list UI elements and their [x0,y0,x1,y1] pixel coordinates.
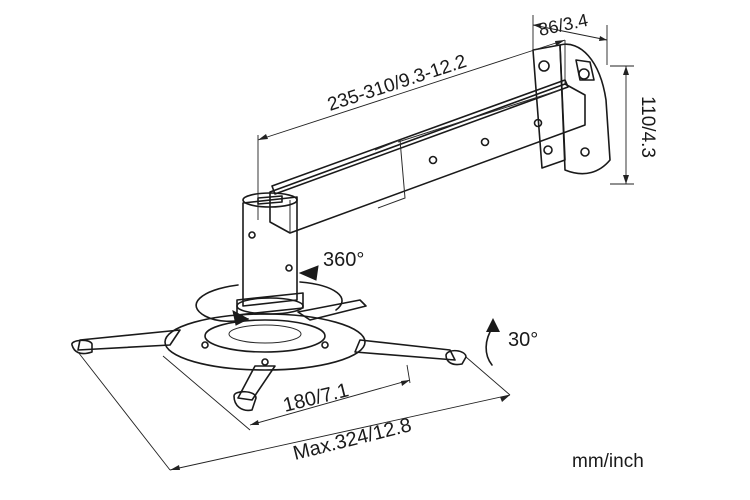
wall-plate [532,43,611,175]
arm-length-label: 235-310/9.3-12.2 [325,51,469,116]
base-plate [164,313,366,371]
rotation-label: 360° [323,249,364,271]
rotation-arrow [195,265,343,326]
vertical-pole [236,192,304,316]
tilt-label: 30° [508,329,538,351]
dimension-lines [77,15,634,471]
wall-plate-height-label: 110/4.3 [637,96,658,158]
tilt-arrow [485,318,500,366]
max-span-label: Max.324/12.8 [291,414,414,465]
bracket-depth-label: 86/3.4 [537,10,590,40]
plate-diameter-label: 180/7.1 [281,379,351,416]
units-label: mm/inch [572,451,644,472]
projector-legs [71,299,467,412]
